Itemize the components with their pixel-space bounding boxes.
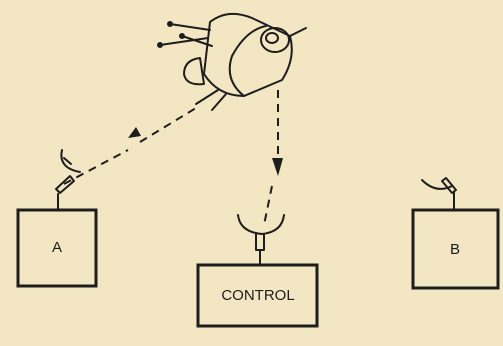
station-a: A [16, 149, 98, 288]
arrowhead-icon [128, 127, 141, 138]
link-satellite-control [263, 90, 283, 226]
arrowhead-icon [272, 158, 283, 176]
station-control-label: CONTROL [221, 287, 294, 304]
station-a-label: A [52, 239, 62, 256]
dish-antenna-icon [237, 214, 285, 266]
station-b: B [411, 177, 500, 290]
station-b-box [411, 208, 500, 290]
dish-antenna-icon [421, 177, 457, 211]
dish-antenna-icon [55, 149, 81, 211]
station-a-box [16, 208, 98, 288]
station-control: CONTROL [196, 214, 319, 328]
link-a-satellite [63, 107, 197, 185]
station-control-box [196, 263, 319, 328]
station-b-label: B [450, 241, 460, 258]
satellite-icon [157, 12, 307, 111]
